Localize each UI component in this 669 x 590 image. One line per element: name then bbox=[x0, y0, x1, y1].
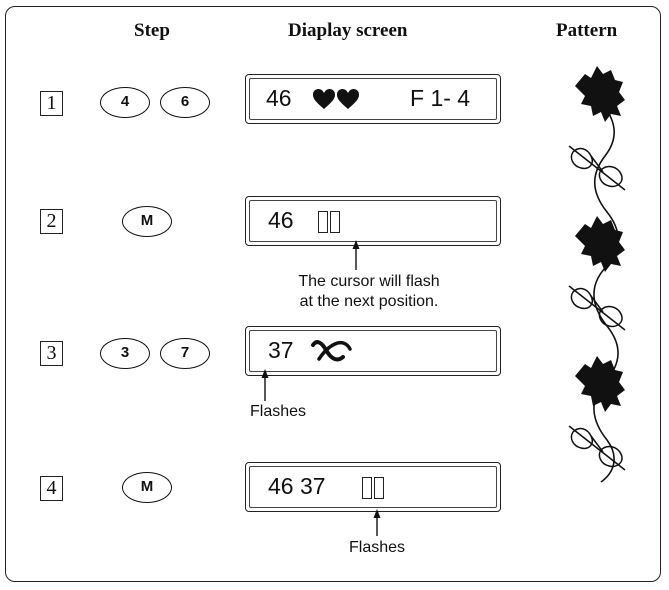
cursor-block-left-step4 bbox=[362, 477, 372, 499]
display-screen-step3: 37 bbox=[245, 326, 501, 376]
display-screen-step4: 46 37 bbox=[245, 462, 501, 512]
key-4-button: 4 bbox=[100, 87, 150, 118]
display-pattern-code: F 1- 4 bbox=[410, 85, 471, 111]
display-code-step1: 46 bbox=[266, 85, 292, 111]
heart-icon bbox=[313, 89, 335, 109]
cursor-block-right bbox=[330, 211, 340, 233]
flashes-note-step3: Flashes bbox=[250, 403, 307, 420]
step-number-1: 1 bbox=[40, 91, 63, 116]
cursor-block-right-step4 bbox=[374, 477, 384, 499]
stitch-pattern-icon-2 bbox=[568, 285, 626, 331]
step-number-3: 3 bbox=[40, 341, 63, 366]
stitch-pattern-icon bbox=[568, 145, 626, 191]
display-screen-step2: 46 bbox=[245, 196, 501, 246]
pattern-illustration bbox=[568, 66, 626, 483]
cursor-note: The cursor will flash at the next positi… bbox=[254, 272, 484, 312]
key-m-button-step4: M bbox=[122, 472, 172, 503]
stitch-pattern-icon-3 bbox=[568, 425, 626, 471]
cursor-note-line2: at the next position. bbox=[299, 293, 439, 310]
cursor-block-left bbox=[318, 211, 328, 233]
pattern-stem bbox=[593, 99, 619, 483]
stitch-pattern-icon bbox=[311, 340, 352, 362]
flashes-note-step4: Flashes bbox=[349, 539, 406, 556]
step-number-2: 2 bbox=[40, 209, 63, 234]
instruction-frame bbox=[5, 6, 661, 582]
cursor-note-line1: The cursor will flash bbox=[298, 273, 440, 290]
key-6-button: 6 bbox=[160, 87, 210, 118]
display-screen-header: Diaplay screen bbox=[288, 20, 408, 41]
heart-icon-2 bbox=[337, 89, 359, 109]
step-header: Step bbox=[134, 20, 170, 41]
display-code-step4: 46 37 bbox=[268, 473, 326, 499]
pattern-header: Pattern bbox=[556, 20, 618, 41]
key-7-button: 7 bbox=[160, 338, 210, 369]
leaf-pattern-icon bbox=[575, 66, 625, 122]
display-screen-step1: 46 F 1- 4 bbox=[245, 74, 501, 124]
display-code-step3: 37 bbox=[268, 337, 294, 363]
leaf-pattern-icon-2 bbox=[575, 216, 625, 272]
leaf-pattern-icon-3 bbox=[575, 356, 625, 412]
display-code-step2: 46 bbox=[268, 207, 294, 233]
step-number-4: 4 bbox=[40, 476, 63, 501]
key-3-button: 3 bbox=[100, 338, 150, 369]
key-m-button: M bbox=[122, 206, 172, 237]
